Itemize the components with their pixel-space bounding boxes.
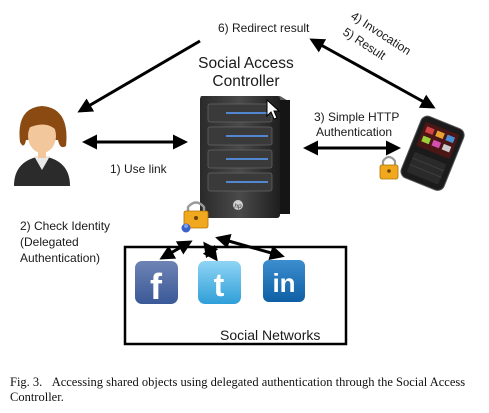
padlock-phone-icon (379, 155, 399, 180)
step2-label-line2: (Delegated (20, 235, 79, 249)
svg-text:in: in (272, 268, 295, 298)
arrow-to-facebook (159, 240, 193, 260)
figure-label: Fig. 3. (10, 375, 43, 389)
mouse-cursor-icon (266, 98, 281, 120)
linkedin-icon: in (263, 260, 305, 302)
social-networks-label: Social Networks (220, 327, 320, 343)
svg-text:f: f (150, 266, 163, 307)
svg-text:t: t (214, 267, 225, 303)
figure-caption: Fig. 3. Accessing shared objects using d… (10, 375, 480, 405)
facebook-icon: f (135, 261, 178, 307)
step2-label-line1: 2) Check Identity (20, 219, 110, 233)
arrow-invocation-result (309, 38, 436, 109)
social-networks-box (123, 245, 348, 346)
server-icon: hp (200, 96, 290, 218)
step3-label-line1: 3) Simple HTTP (314, 110, 399, 124)
user-avatar-icon (14, 106, 70, 186)
step1-label: 1) Use link (110, 162, 168, 176)
step3-label-line2: Authentication (316, 125, 392, 139)
padlock-controller-icon (181, 201, 209, 233)
step2-label-line3: Authentication) (20, 251, 100, 265)
step6-label: 6) Redirect result (218, 21, 310, 35)
server-brand-logo: hp (234, 203, 242, 210)
smartphone-icon (400, 115, 465, 191)
twitter-icon: t (198, 261, 241, 304)
controller-title-line1: Social Access (198, 55, 294, 72)
arrow-redirect-result (77, 39, 201, 113)
controller-title-line2: Controller (212, 73, 279, 90)
caption-text: Accessing shared objects using delegated… (10, 375, 466, 404)
